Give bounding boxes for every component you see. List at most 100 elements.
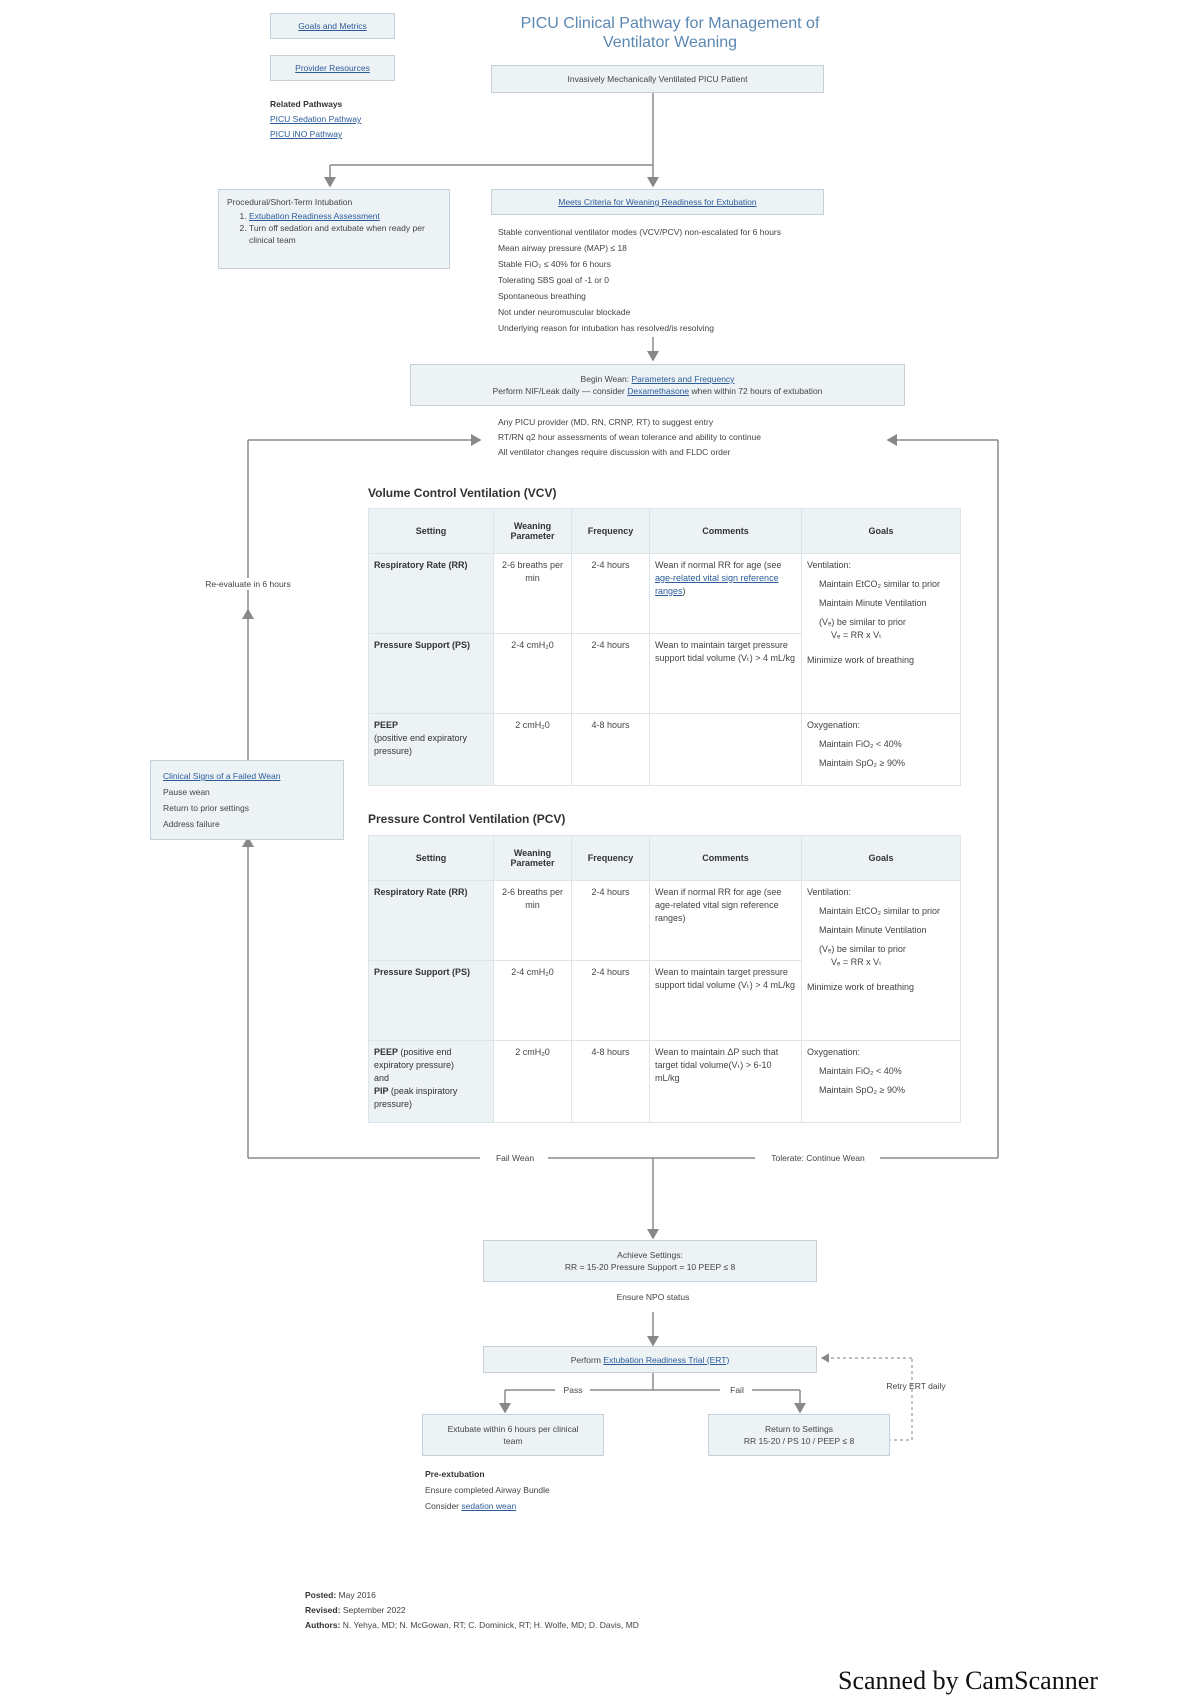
begin-wean-line2-prefix: Perform NIF/Leak daily — consider [492,386,628,396]
goal-item: Minimize work of breathing [807,982,915,992]
goal-item: Minimize work of breathing [807,655,915,665]
setting-cell: PEEP (positive end expiratory pressure)a… [368,1040,494,1123]
ert-prefix: Perform [570,1354,604,1365]
goals-ventilation-cell: Ventilation: Maintain EtCO₂ similar to p… [801,553,961,714]
comment-cell [649,713,802,786]
procedural-heading: Procedural/Short-Term Intubation [227,197,353,207]
criteria-link[interactable]: Meets Criteria for Weaning Readiness for… [558,197,757,207]
ino-pathway-link[interactable]: PICU iNO Pathway [270,129,343,139]
freq-cell: 2-4 hours [571,960,650,1041]
goal-item: Maintain Minute Ventilation [819,598,927,608]
related-pathways: Related Pathways PICU Sedation Pathway P… [270,98,430,140]
pcv-header-row: Setting Weaning Parameter Frequency Comm… [368,835,961,881]
criteria-item: Tolerating SBS goal of -1 or 0 [498,275,610,285]
extubation-readiness-assessment-link[interactable]: Extubation Readiness Assessment [249,211,380,221]
begin-wean-box: Begin Wean: Parameters and Frequency Per… [410,364,905,406]
criteria-item: Underlying reason for intubation has res… [498,323,714,333]
parameters-frequency-link[interactable]: Parameters and Frequency [631,374,735,384]
goal-item: Maintain Minute Ventilation [819,925,927,935]
comment-prefix: Wean if normal RR for age (see [655,560,782,570]
comment-cell: Wean if normal RR for age (see age-relat… [649,553,802,634]
return-settings-box: Return to Settings RR 15-20 / PS 10 / PE… [708,1414,890,1456]
goal-item: Maintain EtCO₂ similar to prior [819,906,941,916]
achieve-line2: RR = 15-20 Pressure Support = 10 PEEP ≤ … [564,1262,736,1272]
fail-label: Fail [730,1385,744,1395]
achieve-line1: Achieve Settings: [617,1250,683,1260]
comment-cell: Wean to maintain target pressure support… [649,633,802,714]
sedation-pathway-link[interactable]: PICU Sedation Pathway [270,114,362,124]
begin-wean-notes: Any PICU provider (MD, RN, CRNP, RT) to … [498,415,878,460]
goal-heading: Ventilation: [807,887,852,897]
procedural-step2: Turn off sedation and extubate when read… [249,223,425,245]
page-title-line2: Ventilator Weaning [602,34,737,51]
goals-ventilation-cell: Ventilation: Maintain EtCO₂ similar to p… [801,880,961,1041]
note-item: All ventilator changes require discussio… [498,447,731,457]
extubate-text: Extubate within 6 hours per clinical tea… [447,1424,579,1446]
goal-item: Maintain SpO₂ ≥ 90% [819,1085,905,1095]
reevaluate-label: Re-evaluate in 6 hours [205,578,291,590]
pcv-title: Pressure Control Ventilation (PCV) [368,812,566,826]
setting-sub: (positive end expiratory pressure) [374,733,468,756]
failed-wean-item: Pause wean [163,787,210,797]
pre-extubation-line2-prefix: Consider [425,1501,462,1511]
table-row: Pressure Support (PS) 2-4 cmH₂0 2-4 hour… [368,633,961,714]
table-row: Respiratory Rate (RR) 2-6 breaths per mi… [368,553,961,714]
return-line2: RR 15-20 / PS 10 / PEEP ≤ 8 [743,1436,855,1446]
freq-cell: 2-4 hours [571,553,650,634]
freq-cell: 2-4 hours [571,880,650,961]
ert-box: Perform Extubation Readiness Trial (ERT) [483,1346,817,1373]
col-header: Setting [368,508,494,554]
failed-wean-link[interactable]: Clinical Signs of a Failed Wean [163,771,281,781]
table-row: PEEP (positive end expiratory pressure)a… [368,1040,961,1123]
criteria-box[interactable]: Meets Criteria for Weaning Readiness for… [491,189,824,215]
criteria-item: Stable conventional ventilator modes (VC… [498,227,782,237]
setting-and: and [374,1073,390,1083]
start-box-text: Invasively Mechanically Ventilated PICU … [567,74,748,84]
fail-wean-label: Fail Wean [495,1153,535,1163]
vital-sign-ranges-link[interactable]: age-related vital sign reference ranges [655,573,779,596]
retry-label: Retry ERT daily [886,1381,946,1391]
comment-suffix: ) [682,586,686,596]
sedation-wean-link[interactable]: sedation wean [461,1501,517,1511]
pcv-table: Setting Weaning Parameter Frequency Comm… [368,835,961,1123]
freq-cell: 4-8 hours [571,1040,650,1123]
comment-cell: Wean to maintain ΔP such that target tid… [649,1040,802,1123]
failed-wean-item: Address failure [163,819,220,829]
related-pathways-heading: Related Pathways [270,99,343,109]
setting-cell: PEEP(positive end expiratory pressure) [368,713,494,786]
provider-resources-button[interactable]: Provider Resources [270,55,395,81]
goals-metrics-label: Goals and Metrics [298,21,367,31]
goal-item: Maintain FiO₂ < 40% [819,739,902,749]
procedural-box: Procedural/Short-Term Intubation Extubat… [218,189,450,269]
dexamethasone-link[interactable]: Dexamethasone [627,386,690,396]
goal-item: (Vₑ) be similar to prior [819,617,906,627]
param-cell: 2 cmH₂0 [493,1040,572,1123]
col-header: Comments [649,835,802,881]
goal-heading: Oxygenation: [807,1047,861,1057]
param-cell: 2-6 breaths per min [493,880,572,961]
page-title-line1: PICU Clinical Pathway for Management of [520,15,820,32]
camscanner-watermark: Scanned by CamScanner [838,1666,1098,1695]
goal-item: Maintain FiO₂ < 40% [819,1066,902,1076]
param-cell: 2 cmH₂0 [493,713,572,786]
pre-extubation: Pre-extubation Ensure completed Airway B… [425,1466,645,1514]
goals-metrics-button[interactable]: Goals and Metrics [270,13,395,39]
col-header: Weaning Parameter [493,508,572,554]
vcv-title: Volume Control Ventilation (VCV) [368,486,557,500]
setting-sub-2: (peak inspiratory pressure) [374,1086,458,1109]
goals-oxygenation-cell: Oxygenation: Maintain FiO₂ < 40% Maintai… [801,713,961,786]
param-cell: 2-4 cmH₂0 [493,633,572,714]
ert-link[interactable]: Extubation Readiness Trial (ERT) [603,1354,730,1365]
table-row: Respiratory Rate (RR) 2-6 breaths per mi… [368,880,961,1041]
goal-item: Vₑ = RR x Vₜ [831,630,882,640]
note-item: Any PICU provider (MD, RN, CRNP, RT) to … [498,417,714,427]
pre-extubation-heading: Pre-extubation [425,1469,485,1479]
npo-label: Ensure NPO status [616,1292,690,1302]
col-header: Comments [649,508,802,554]
comment-cell: Wean to maintain target pressure support… [649,960,802,1041]
goal-item: Maintain EtCO₂ similar to prior [819,579,941,589]
vcv-header-row: Setting Weaning Parameter Frequency Comm… [368,508,961,554]
revised-date: September 2022 [342,1605,406,1615]
freq-cell: 4-8 hours [571,713,650,786]
tolerate-label: Tolerate: Continue Wean [771,1153,865,1163]
